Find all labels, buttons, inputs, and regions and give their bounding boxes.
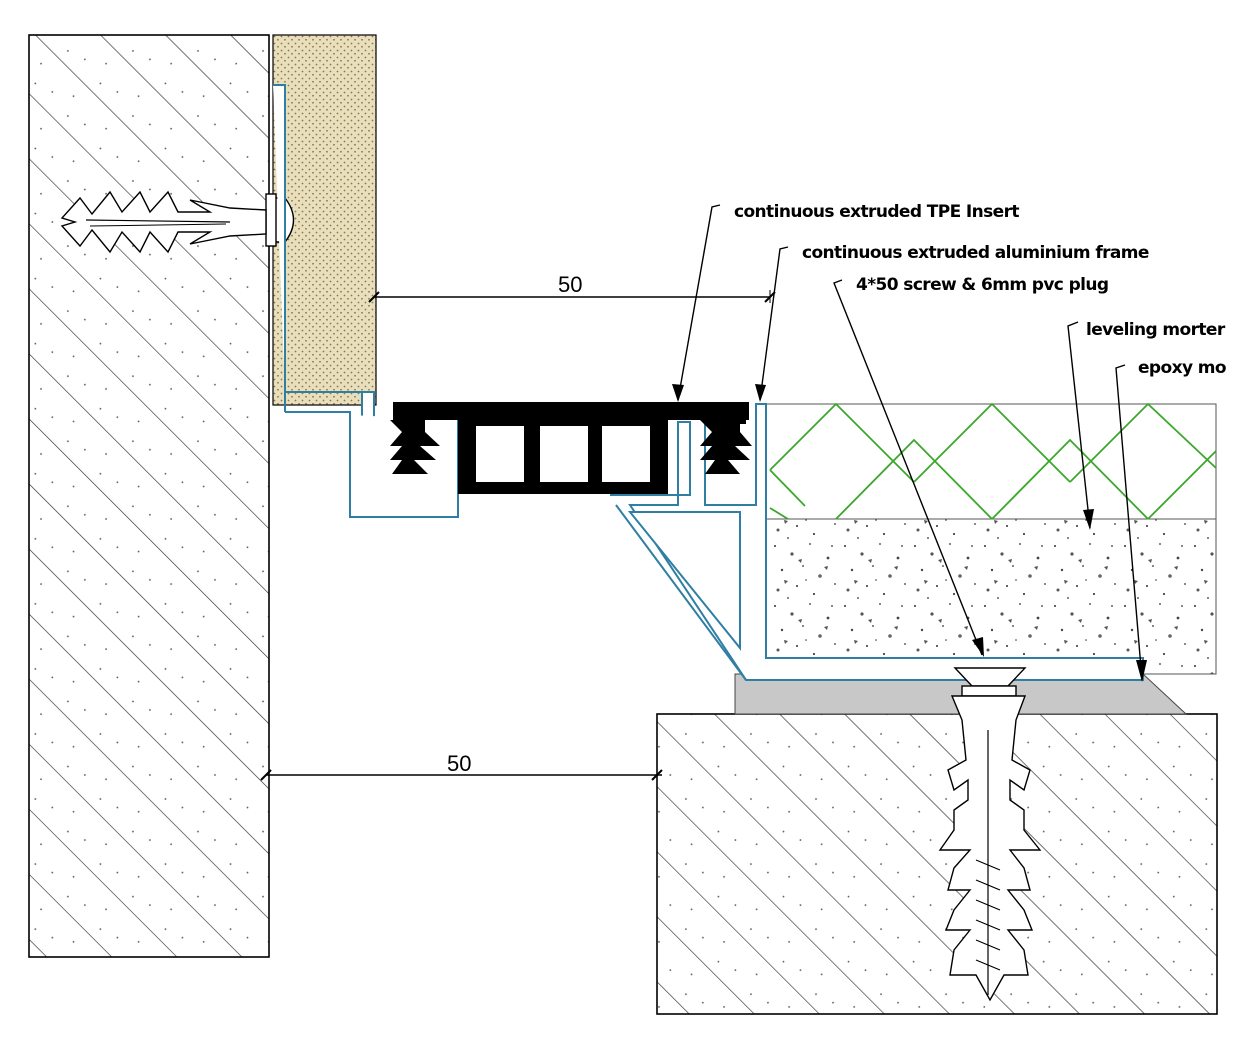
label-aluminium-frame: continuous extruded aluminium frame — [802, 243, 1149, 263]
wall-plug-icon — [60, 190, 295, 254]
upper-dimension-line — [368, 290, 776, 303]
label-screw-plug: 4*50 screw & 6mm pvc plug — [856, 275, 1108, 295]
label-tpe-insert: continuous extruded TPE Insert — [734, 202, 1019, 222]
leader-lines — [672, 204, 1147, 682]
tpe-insert — [390, 402, 752, 494]
leveling-mortar-layer — [765, 518, 1217, 675]
floor-screw-plug-icon — [938, 667, 1042, 1002]
floor-concrete-slab — [656, 713, 1218, 1015]
floor-tile-layer — [765, 402, 1217, 520]
upper-dimension-value: 50 — [558, 272, 582, 297]
label-leveling-mortar: leveling morter — [1086, 320, 1226, 340]
label-epoxy-mortar: epoxy mo — [1138, 358, 1226, 378]
left-concrete-wall — [28, 34, 270, 958]
lower-dimension-value: 50 — [447, 751, 471, 776]
lower-dimension-line — [260, 769, 663, 781]
